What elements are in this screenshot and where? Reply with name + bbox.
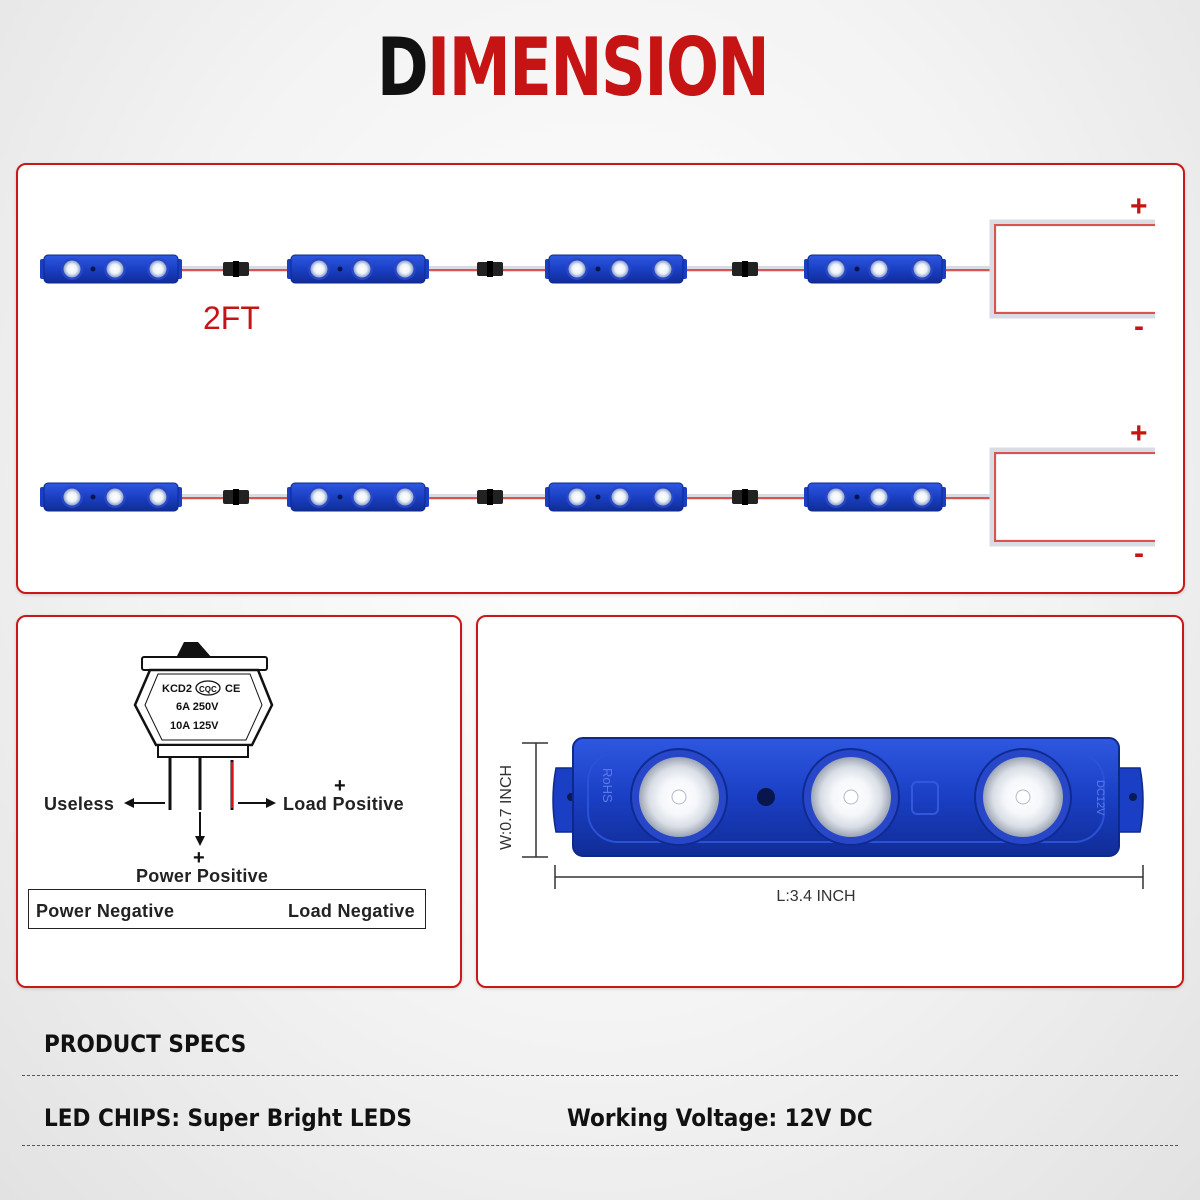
power-positive-plus: +	[193, 847, 205, 869]
specs-divider-top	[22, 1075, 1178, 1076]
title-rest: IMENSION	[427, 21, 770, 114]
strip-panel	[16, 163, 1185, 594]
specs-divider-bottom	[22, 1145, 1178, 1146]
power-positive-label: Power Positive	[136, 866, 269, 886]
load-positive-label: Load Positive	[283, 794, 404, 814]
power-negative-label: Power Negative	[36, 901, 175, 921]
working-voltage-spec: Working Voltage: 12V DC	[567, 1104, 873, 1132]
strip-length-label: 2FT	[203, 300, 260, 336]
useless-label: Useless	[44, 794, 115, 814]
load-positive-plus: +	[334, 775, 346, 797]
title-first-letter: D	[376, 21, 429, 114]
led-chips-spec: LED CHIPS: Super Bright LEDS	[44, 1104, 412, 1132]
module-dimension-panel	[476, 615, 1184, 988]
load-negative-label: Load Negative	[288, 901, 415, 921]
page-title: DIMENSION	[126, 28, 1019, 108]
negative-connection-box	[28, 889, 426, 929]
strip2-positive-sign: +	[1130, 417, 1148, 450]
strip1-negative-sign: -	[1134, 310, 1144, 343]
strip1-positive-sign: +	[1130, 190, 1148, 223]
strip2-negative-sign: -	[1134, 537, 1144, 570]
specs-title: PRODUCT SPECS	[44, 1030, 247, 1058]
